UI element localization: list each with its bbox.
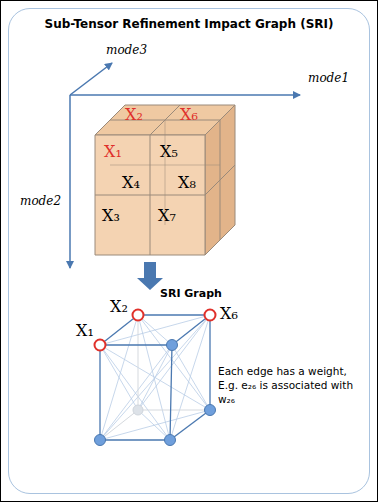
section-label: SRI Graph [160,288,222,300]
tensor-cell-label: X₃ [102,207,120,225]
vertex-label: X₂ [110,298,128,316]
tensor-cell-label: X₇ [158,207,176,225]
tensor-cell-label: X₆ [180,106,198,124]
panel-title: Sub-Tensor Refinement Impact Graph (SRI) [9,9,369,31]
axis-label: mode2 [20,195,61,208]
vertex-label: X₁ [76,322,94,340]
tensor-cell-label: X₂ [125,106,143,124]
tensor-cell-label: X₈ [178,174,196,192]
note: Each edge has a weight, E.g. e₂₆ is asso… [218,364,360,407]
tensor-cell-label: X₄ [122,174,140,192]
tensor-cell-label: X₁ [104,143,122,161]
vertex-label: X₆ [220,305,238,323]
tensor-cell-label: X₅ [160,143,178,161]
axis-label: mode3 [106,44,147,57]
axis-label: mode1 [308,72,349,85]
